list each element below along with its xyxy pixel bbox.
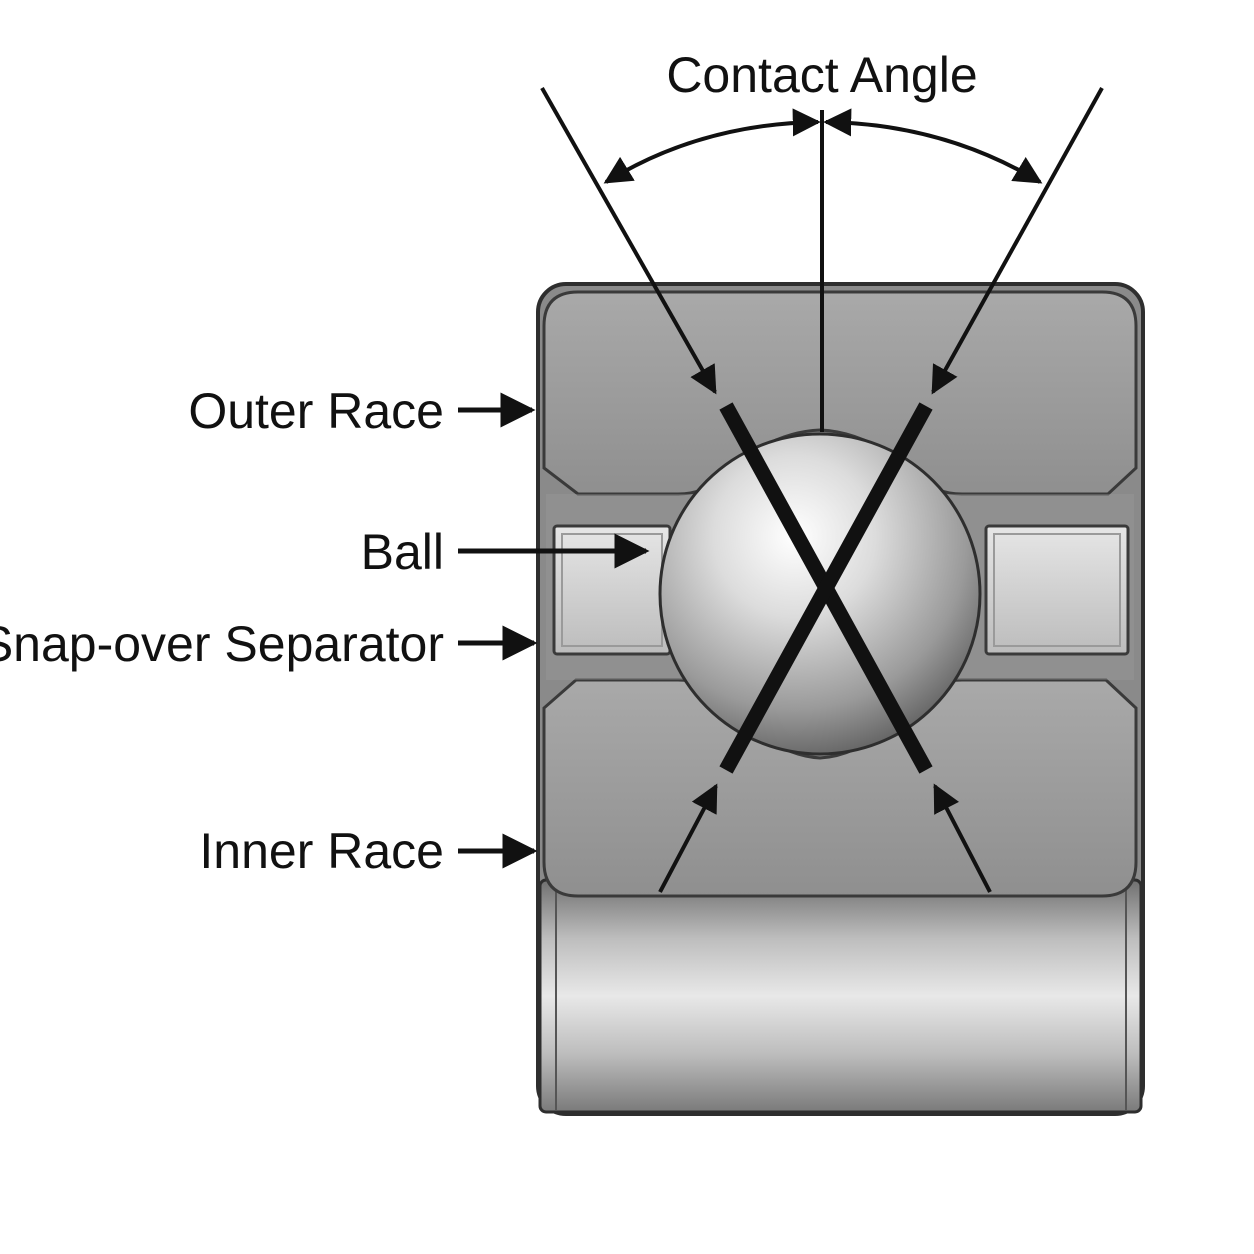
- double-arrow-arc-icon: [823, 108, 1043, 184]
- lower-left-load-arrow: [658, 783, 718, 893]
- outer-race-label: Outer Race: [188, 383, 444, 439]
- separator-left: [552, 524, 672, 656]
- ball-label: Ball: [361, 524, 444, 580]
- inner-race-label: Inner Race: [199, 823, 444, 879]
- label-pointers: [458, 392, 650, 869]
- double-arrow-arc-icon: [603, 108, 821, 184]
- upper-left-load-arrow: [540, 87, 717, 395]
- upper-right-load-arrow: [931, 87, 1104, 395]
- contact-line-right: [719, 402, 933, 774]
- separator-label: Snap-over Separator: [0, 616, 444, 672]
- separator-right: [984, 524, 1130, 656]
- bearing-body: [536, 282, 1145, 1116]
- lower-right-load-arrow: [933, 783, 992, 893]
- contact-angle-lines: [540, 87, 1104, 893]
- inner-ring-bore: [538, 878, 1143, 1114]
- labels: Contact Angle Outer Race Ball Snap-over …: [0, 47, 978, 879]
- contact-angle-label: Contact Angle: [666, 47, 977, 103]
